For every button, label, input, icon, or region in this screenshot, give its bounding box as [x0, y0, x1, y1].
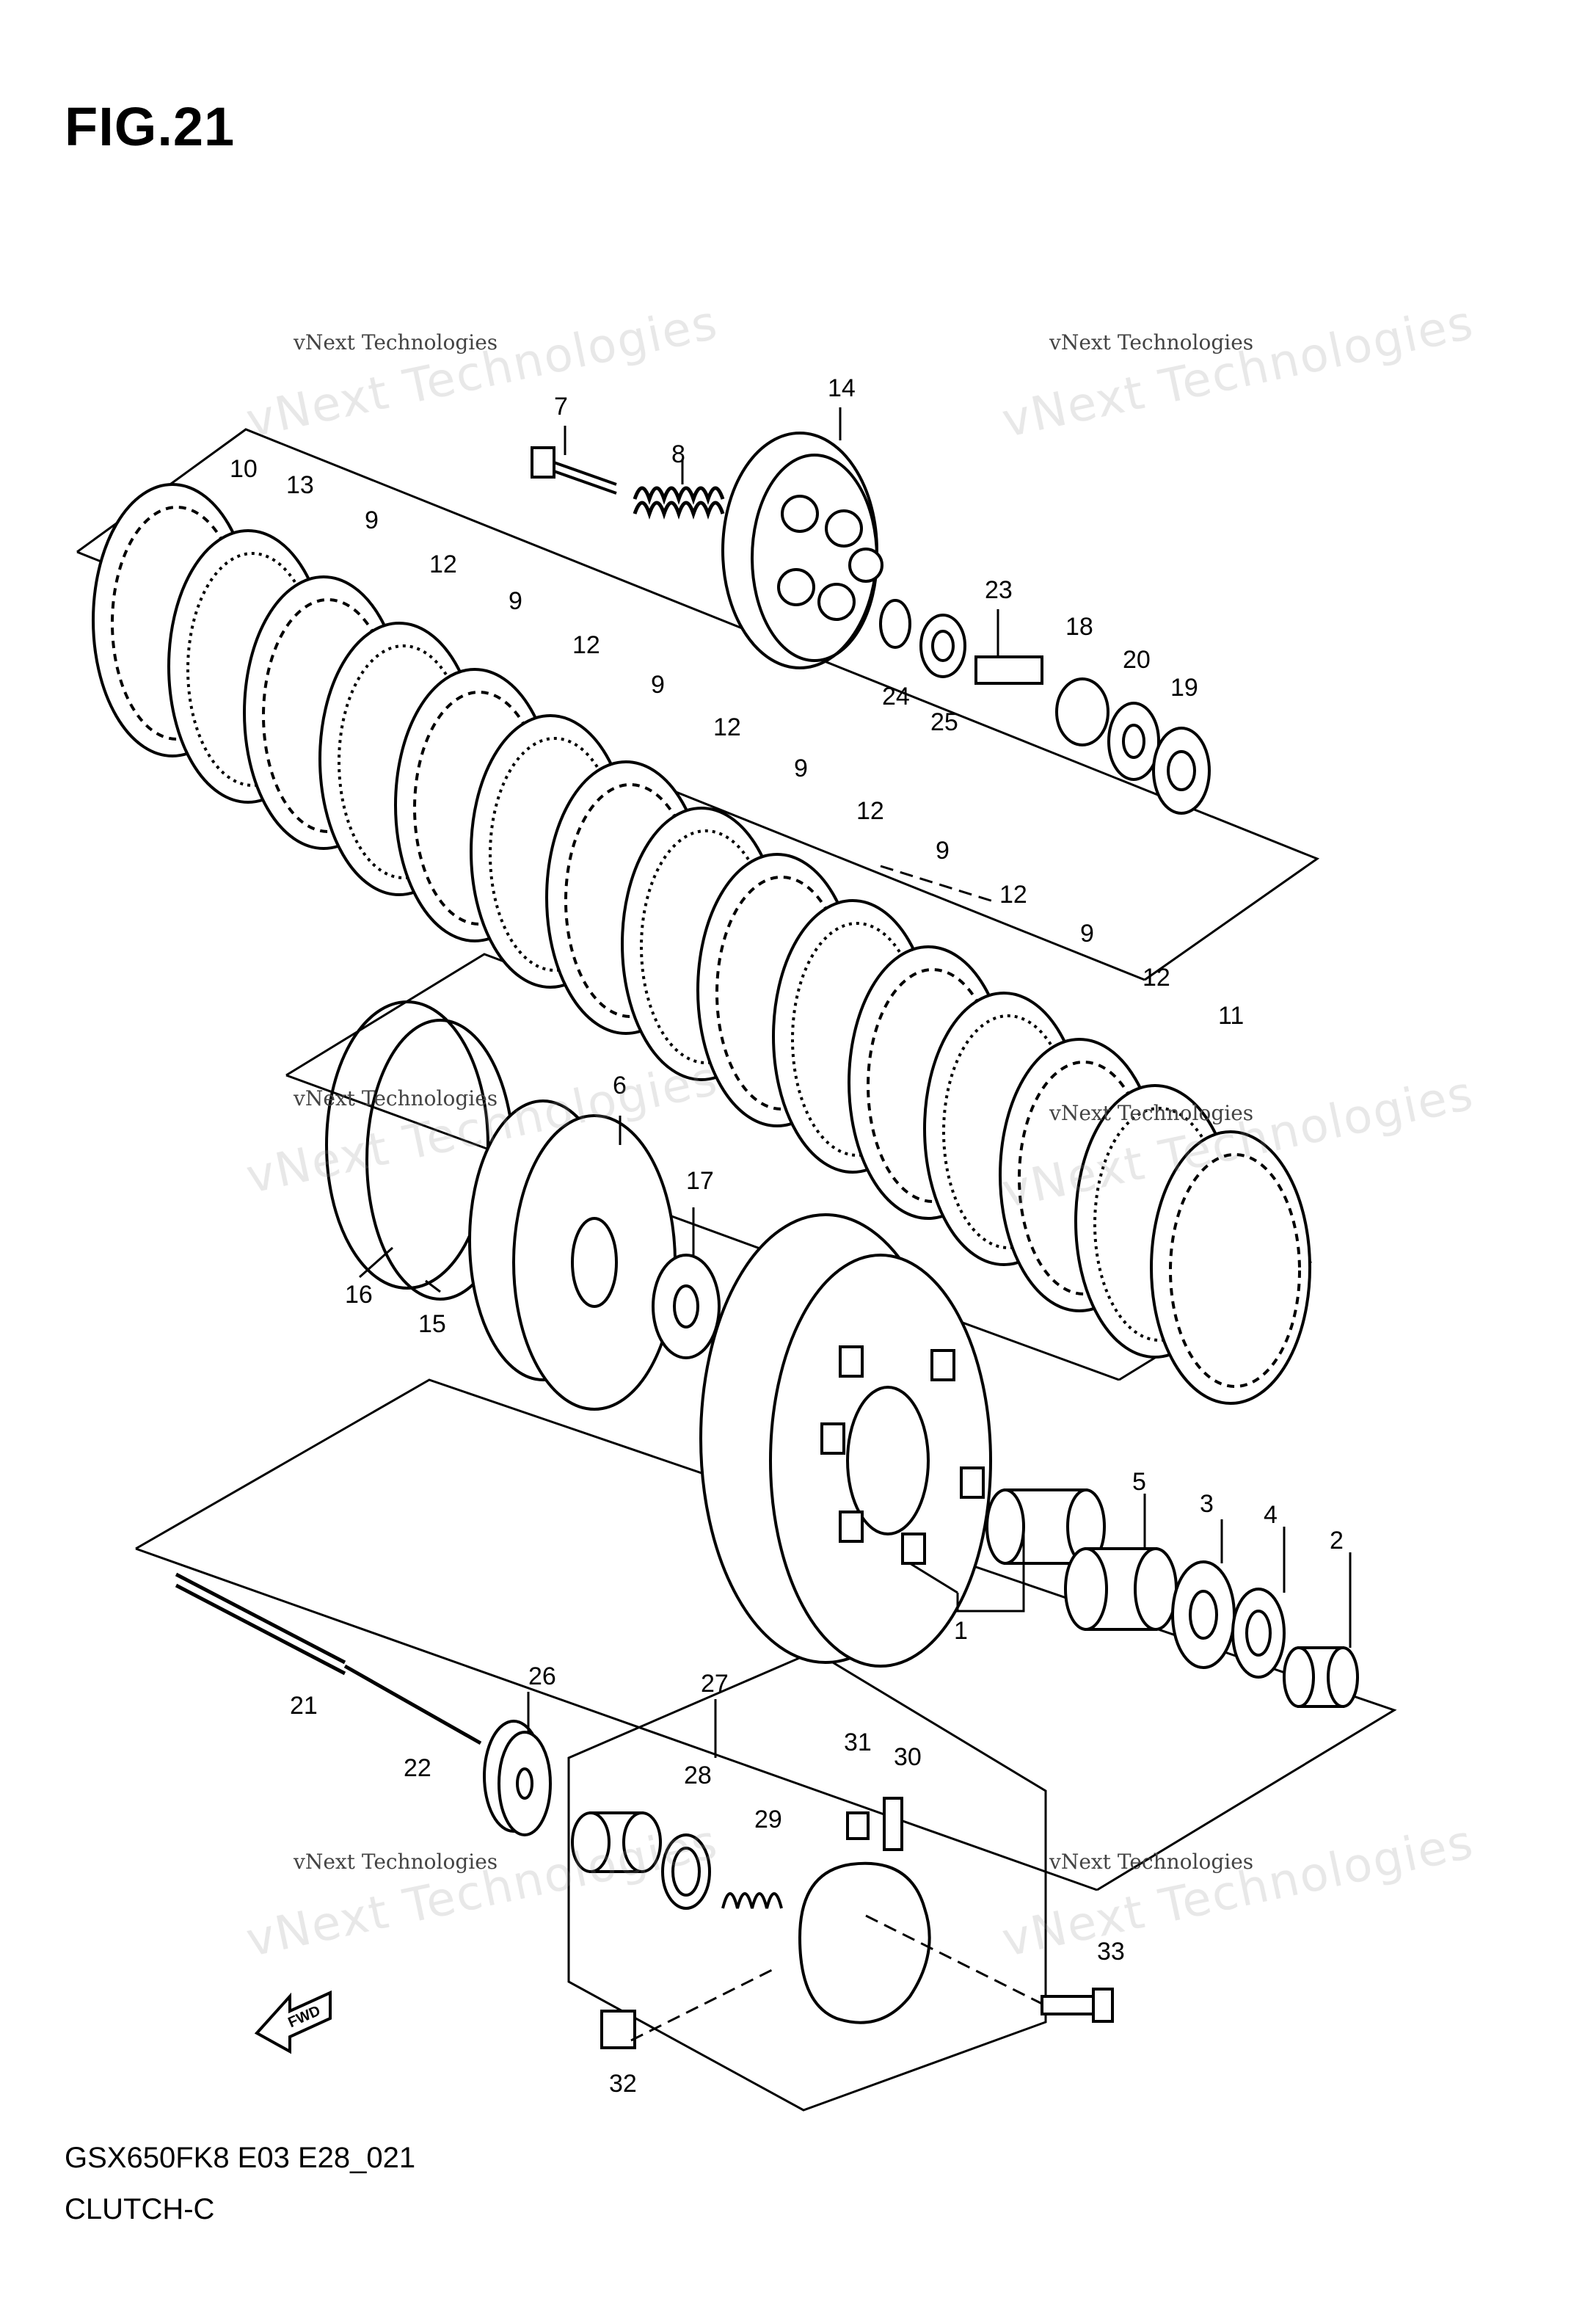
spring-8 [633, 486, 725, 520]
clutch-plate-stack [92, 483, 1311, 1405]
callout-12: 12 [713, 713, 741, 741]
callout-9: 9 [794, 755, 808, 782]
callout-12: 12 [429, 550, 457, 578]
spring-29 [721, 1892, 783, 1909]
callout-30: 30 [894, 1743, 922, 1771]
pressure-plate [721, 432, 883, 669]
callout-7: 7 [554, 393, 568, 421]
bleeder-30 [883, 1797, 903, 1851]
callout-21: 21 [290, 1692, 318, 1720]
callout-31: 31 [844, 1728, 872, 1756]
callout-28: 28 [684, 1762, 712, 1789]
callout-32: 32 [609, 2070, 637, 2098]
callout-18: 18 [1065, 613, 1093, 641]
watermark: vNext Technologies vNext Technologies [241, 295, 723, 449]
section-name: CLUTCH-C [65, 2193, 215, 2225]
callout-24: 24 [882, 683, 910, 710]
callout-8: 8 [671, 440, 685, 468]
callout-11: 11 [1218, 1002, 1244, 1030]
callout-33: 33 [1097, 1938, 1125, 1966]
callout-15: 15 [418, 1310, 446, 1338]
figure-title: FIG.21 [65, 96, 236, 157]
callout-4: 4 [1264, 1501, 1278, 1529]
pushrod-23 [974, 655, 1043, 685]
dowel-32 [600, 2010, 636, 2049]
friction-plate [1150, 1130, 1311, 1405]
callout-20: 20 [1123, 646, 1151, 674]
callout-16: 16 [345, 1281, 373, 1309]
callout-3: 3 [1200, 1490, 1214, 1518]
bolt-7 [531, 446, 617, 495]
plates-group-frame [76, 428, 1320, 981]
callout-9: 9 [651, 671, 665, 699]
nut-18 [1055, 677, 1109, 746]
callout-1: 1 [954, 1617, 968, 1645]
callout-22: 22 [404, 1754, 431, 1782]
callout-10: 10 [230, 455, 258, 483]
callout-14: 14 [828, 374, 856, 402]
callout-13: 13 [286, 471, 314, 499]
callout-23: 23 [985, 576, 1013, 604]
callout-2: 2 [1330, 1527, 1344, 1555]
callout-12: 12 [572, 631, 600, 659]
callout-9: 9 [936, 837, 950, 865]
washer-24 [879, 599, 911, 649]
watermark: vNext Technologies vNext Technologies [997, 295, 1479, 449]
pushrod-21 [175, 1572, 346, 1665]
callout-12: 12 [856, 797, 884, 825]
watermark: vNext Technologies vNext Technologies [241, 1051, 723, 1205]
fwd-arrow-icon: FWD [254, 1990, 332, 2054]
callout-9: 9 [365, 506, 379, 534]
callout-12: 12 [999, 881, 1027, 909]
pushrod-22 [343, 1664, 482, 1745]
release-cylinder [798, 1861, 931, 2024]
watermark: vNext Technologies vNext Technologies [997, 1814, 1479, 1969]
callout-6: 6 [613, 1072, 627, 1099]
callout-19: 19 [1170, 674, 1198, 702]
callout-9: 9 [1080, 920, 1094, 948]
callout-17: 17 [686, 1167, 714, 1195]
callout-29: 29 [754, 1806, 782, 1833]
watermark: vNext Technologies vNext Technologies [997, 1066, 1479, 1220]
callout-12: 12 [1143, 964, 1170, 992]
part-31 [846, 1811, 870, 1840]
callout-26: 26 [528, 1662, 556, 1690]
callout-9: 9 [509, 587, 522, 615]
callout-25: 25 [930, 708, 958, 736]
clutch-housing [699, 1213, 992, 1668]
clutch-hub [468, 1099, 677, 1411]
part-26 [483, 1720, 552, 1836]
callout-27: 27 [701, 1670, 729, 1698]
watermark: vNext Technologies vNext Technologies [241, 1814, 723, 1969]
model-code: GSX650FK8 E03 E28_021 [65, 2142, 416, 2174]
callout-5: 5 [1132, 1468, 1146, 1496]
plate-inner-edge [1169, 1153, 1301, 1388]
